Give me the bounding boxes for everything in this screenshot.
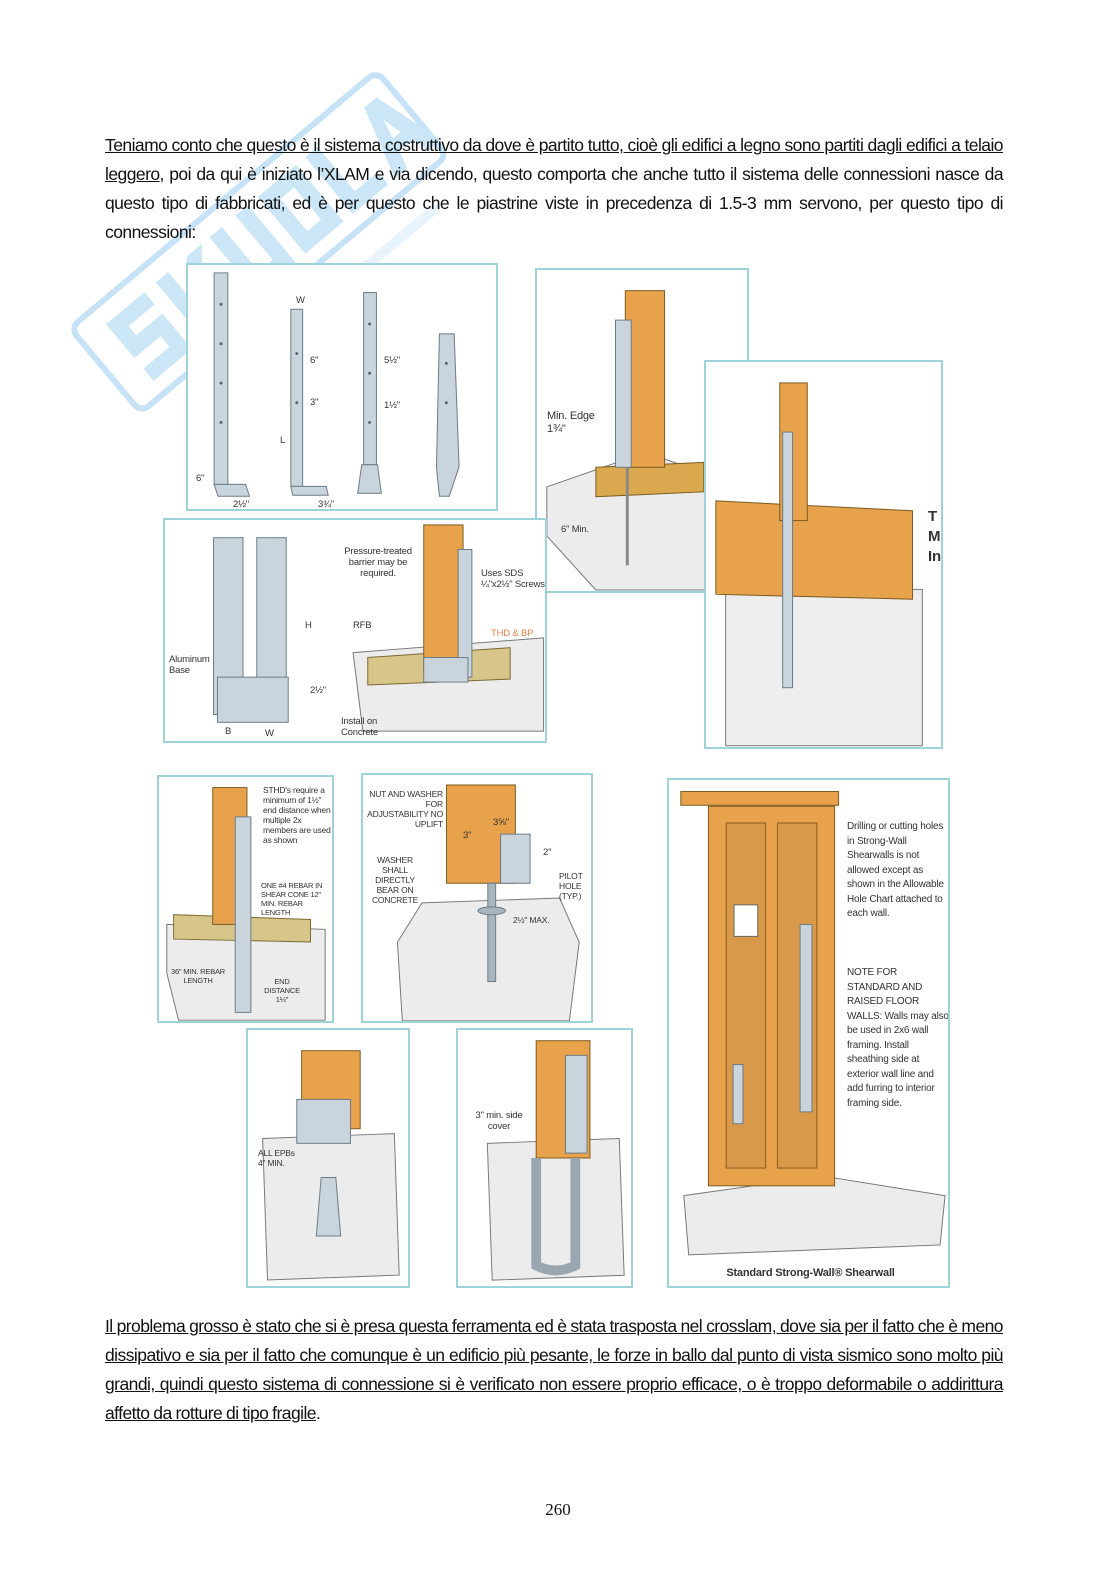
figure-post-anchor: NUT AND WASHER FOR ADJUSTABILITY NO UPLI…: [361, 773, 593, 1023]
figure-caption: Standard Strong-Wall® Shearwall: [726, 1267, 895, 1279]
dim-label: H: [305, 620, 312, 631]
callout-label: THD & BP: [491, 628, 534, 639]
callout-label: NUT AND WASHER FOR ADJUSTABILITY NO UPLI…: [367, 789, 443, 829]
figure-epb: ALL EPBs 4" MIN.: [246, 1028, 410, 1288]
callout-label: Uses SDS ¼"x2½" Screws: [481, 568, 545, 590]
underlined-text: Il problema grosso è stato che si è pres…: [105, 1316, 1004, 1423]
note-text: Drilling or cutting holes in Strong-Wall…: [847, 821, 944, 919]
conclusion-paragraph: Il problema grosso è stato che si è pres…: [105, 1312, 1004, 1428]
dim-label: 2½": [233, 499, 249, 510]
dim-label: 6": [310, 355, 319, 366]
callout-label: Aluminum Base: [169, 654, 210, 676]
dim-label: L: [280, 435, 286, 446]
underlined-text: Teniamo conto che questo è il sistema co…: [105, 135, 1004, 184]
figure-post-base: Pressure-treated barrier may be required…: [163, 518, 547, 743]
page-number: 260: [545, 1500, 571, 1519]
dim-label: 2½" MAX.: [513, 915, 550, 925]
dim-label: 3¾": [318, 499, 334, 510]
note-text: NOTE FOR STANDARD AND RAISED FLOOR WALLS…: [847, 967, 949, 1109]
cropped-label: M: [928, 528, 941, 545]
dim-label: 3": [310, 397, 319, 408]
dim-label: 6": [196, 473, 205, 484]
figure-embedded: 3" min. side cover: [456, 1028, 633, 1288]
callout-label: Pressure-treated barrier may be required…: [344, 546, 412, 579]
callout-label: ONE #4 REBAR IN SHEAR CONE 12" MIN. REBA…: [261, 881, 323, 917]
callout-label: STHD's require a minimum of 1½" end dist…: [263, 785, 331, 845]
callout-label: RFB: [353, 620, 372, 631]
paragraph-text: , poi da qui è iniziato l’XLAM e via dic…: [105, 164, 1004, 242]
callout-label: PILOT HOLE (TYP.): [559, 871, 583, 901]
figure-hold-down-corner: Min. Edge 1¾" 6" Min.: [535, 268, 749, 593]
callout-label: Install on Concrete: [341, 716, 378, 738]
callout-label: 36" MIN. REBAR LENGTH: [170, 967, 226, 985]
dim-label: Min. Edge 1¾": [547, 410, 595, 435]
dim-label: 3⅝": [493, 817, 509, 828]
dim-label: W: [296, 295, 305, 306]
callout-label: 3" min. side cover: [475, 1110, 523, 1132]
figure-strongwall: Drilling or cutting holes in Strong-Wall…: [667, 778, 950, 1288]
dim-label: 1½": [384, 400, 400, 411]
cropped-label: In: [928, 548, 941, 565]
callout-label: ALL EPBs 4" MIN.: [258, 1148, 295, 1168]
dim-label: 3": [463, 830, 472, 841]
dim-label: B: [225, 726, 232, 737]
dim-label: 6" Min.: [561, 524, 589, 535]
figure-strap-floor: T M In: [704, 360, 943, 749]
cropped-label: T: [928, 508, 937, 525]
figure-sthd: STHD's require a minimum of 1½" end dist…: [157, 775, 334, 1023]
dim-label: 2": [543, 847, 552, 858]
dim-label: 2½": [310, 685, 326, 696]
paragraph-text: .: [315, 1403, 321, 1423]
dim-label: 5½": [384, 355, 400, 366]
figure-straps: W 6" 5½" 3" 1½" 2½" 3¾" L 6": [186, 263, 498, 511]
callout-label: END DISTANCE 1½": [264, 977, 300, 1004]
callout-label: WASHER SHALL DIRECTLY BEAR ON CONCRETE: [371, 855, 419, 905]
intro-paragraph: Teniamo conto che questo è il sistema co…: [105, 131, 1004, 247]
dim-label: W: [265, 728, 274, 739]
